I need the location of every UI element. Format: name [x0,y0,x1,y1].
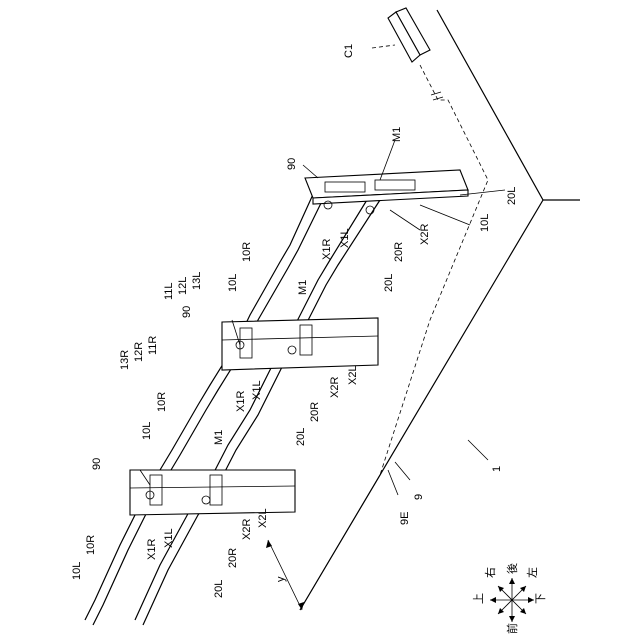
label-x2r-mid: X2R [329,377,341,398]
label-12l: 12L [177,277,189,295]
label-10l-mid: 10L [227,274,239,292]
cable-dashed [380,65,488,475]
direction-right: 右 [483,567,497,578]
dimension-y [266,540,304,610]
label-10l-bot: 10L [71,562,83,580]
mount-block-low [130,470,295,515]
label-x1r-low: X1R [146,539,158,560]
floor-outline [300,10,580,610]
label-11l: 11L [163,282,175,300]
label-10l-top: 10L [479,214,491,232]
label-20l-top: 20L [506,187,518,205]
label-x2l-mid: X2L [347,365,359,385]
label-12r: 12R [133,342,145,362]
label-1: 1 [491,466,503,472]
label-20r-mid: 20R [309,402,321,422]
label-x1r-top: X1R [321,239,333,260]
direction-indicator: 上 下 左 右 前 後 [472,563,547,634]
label-20l-mid: 20L [383,274,395,292]
label-20l-low: 20L [295,428,307,446]
label-13l: 13L [191,272,203,290]
label-x1r-mid: X1R [235,391,247,412]
rear-rail [135,195,380,625]
label-c1: C1 [343,44,355,58]
label-m1-mid: M1 [297,280,309,295]
label-x1l-top: X1L [339,228,351,248]
leader-lines-floor [388,440,488,495]
front-rail [85,190,325,625]
mount-block-top [305,170,468,214]
direction-front: 前 [505,623,519,634]
label-x1l-mid: X1L [251,380,263,400]
direction-back: 後 [505,563,519,574]
label-x2l-low: X2L [257,508,269,528]
label-10r-mid: 10R [156,392,168,412]
label-90-low: 90 [91,458,103,470]
label-m1-low: M1 [213,430,225,445]
label-10l-low: 10L [141,422,153,440]
label-x2r-top: X2R [419,224,431,245]
label-10r-bot: 10R [85,535,97,555]
label-90-top: 90 [286,158,298,170]
label-20r-bot: 20R [227,548,239,568]
label-13r: 13R [119,350,131,370]
label-10r-top: 10R [241,242,253,262]
label-90-mid: 90 [181,306,193,318]
label-9: 9 [413,494,425,500]
label-x1l-low: X1L [163,528,175,548]
label-9e: 9E [399,512,411,525]
label-y: y [275,576,287,582]
label-x2r-low: X2R [241,519,253,540]
direction-up: 上 [472,593,485,604]
label-20l-bot: 20L [213,580,225,598]
direction-down: 下 [535,593,547,604]
label-20r-top: 20R [393,242,405,262]
controller-box-c1 [372,8,430,62]
mount-block-mid [222,318,378,370]
direction-left: 左 [526,567,539,578]
label-m1-top: M1 [391,127,403,142]
label-11r: 11R [147,336,159,355]
